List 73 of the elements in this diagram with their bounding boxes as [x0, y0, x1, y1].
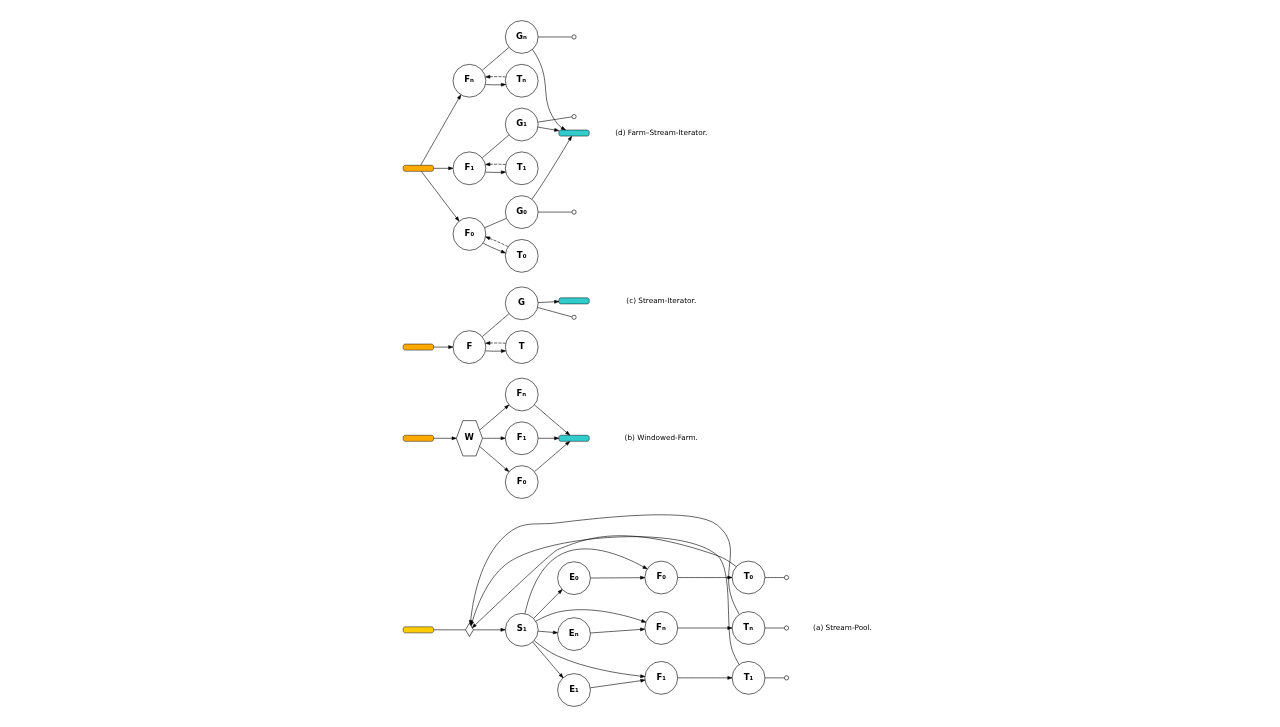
node-circle: Tₙ — [731, 611, 766, 645]
connector — [764, 577, 785, 578]
arrow — [485, 82, 506, 87]
node-circle: T — [505, 330, 539, 364]
arrow — [479, 446, 510, 472]
node-circle: T₁ — [505, 151, 539, 186]
arrow — [485, 162, 506, 167]
arrow — [677, 676, 733, 680]
arrow — [485, 74, 506, 79]
arrow — [433, 345, 454, 349]
arrow — [533, 640, 646, 678]
arrow — [420, 94, 462, 166]
arrow — [485, 349, 506, 353]
arrow — [537, 299, 560, 304]
arrow — [479, 404, 510, 431]
node-box — [558, 297, 590, 305]
node-circle: G — [505, 286, 539, 321]
node-circle — [784, 675, 789, 681]
arrow — [677, 575, 733, 580]
node-circle: T₀ — [505, 239, 539, 273]
node-circle: T₁ — [731, 661, 766, 695]
arrow — [485, 170, 506, 175]
arrow — [421, 171, 460, 222]
arrow — [485, 341, 506, 345]
arrow — [470, 536, 740, 665]
node-circle — [784, 575, 789, 580]
node-circle: Eₙ — [557, 617, 591, 651]
node-box — [402, 343, 434, 351]
node-circle: F₁ — [452, 151, 487, 186]
arrow — [590, 678, 646, 689]
arrow — [534, 441, 571, 472]
node-box — [402, 626, 434, 634]
node-circle: F₁ — [644, 661, 678, 695]
node-circle: G₀ — [505, 195, 539, 229]
node-box — [402, 165, 434, 172]
arrow — [590, 575, 646, 580]
node-circle: Tₙ — [505, 64, 539, 98]
node-circle: S₁ — [505, 613, 539, 647]
arrow — [537, 436, 560, 441]
arrow — [433, 166, 454, 171]
arrow — [524, 548, 648, 614]
arrow — [468, 514, 740, 625]
node-circle: F₁ — [505, 421, 539, 455]
arrow — [537, 630, 558, 635]
arrow — [471, 535, 737, 629]
node-box — [558, 435, 590, 442]
node-circle — [571, 209, 577, 215]
node-circle: Fₙ — [644, 611, 678, 645]
node-box — [558, 129, 590, 137]
connector — [537, 116, 573, 123]
node-circle — [784, 625, 789, 631]
node-circle — [571, 34, 577, 40]
arrow — [433, 436, 457, 441]
arrow — [534, 404, 571, 436]
node-circle: F — [452, 330, 487, 364]
arrow — [531, 135, 572, 200]
arrow — [482, 242, 506, 254]
arrow — [532, 642, 564, 679]
node-circle: Gₙ — [505, 20, 539, 54]
arrow — [590, 627, 645, 634]
arrow — [473, 628, 506, 632]
arrow — [535, 609, 647, 623]
arrow — [532, 49, 566, 131]
arrow — [533, 589, 563, 619]
node-box — [402, 435, 434, 442]
arrow — [677, 626, 733, 630]
node-circle — [571, 114, 577, 120]
arrow — [482, 436, 506, 441]
node-circle: G₁ — [505, 107, 539, 142]
arrow — [537, 126, 560, 132]
node-circle: T₀ — [731, 560, 766, 595]
arrow — [485, 236, 509, 247]
node-circle — [571, 314, 577, 320]
